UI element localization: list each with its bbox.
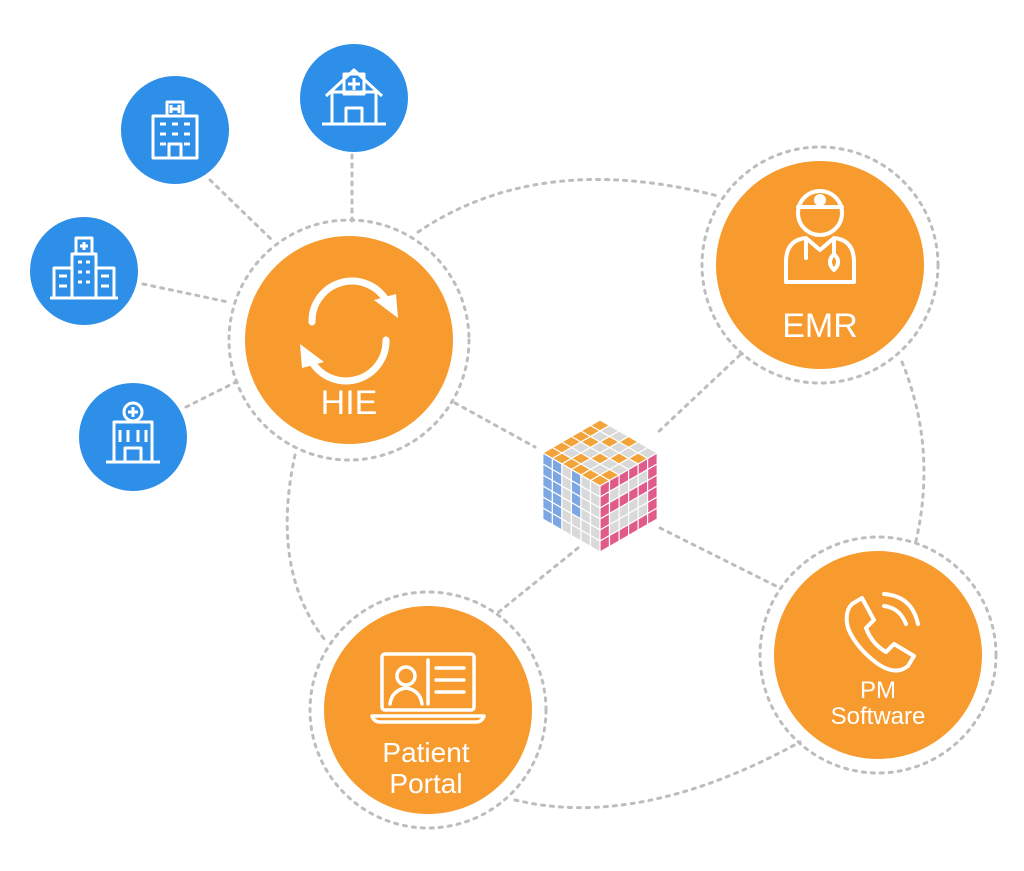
connector-portal-pm bbox=[513, 740, 802, 810]
laptop-patient-record-icon bbox=[370, 652, 486, 724]
facility-node-1[interactable] bbox=[121, 76, 229, 184]
hospital-building-icon bbox=[151, 100, 199, 160]
connector-hie-facility-3 bbox=[141, 282, 230, 304]
connector-lines bbox=[141, 153, 926, 810]
hie-node[interactable]: HIE bbox=[227, 218, 471, 462]
facility-1-circle bbox=[121, 76, 229, 184]
connector-hie-facility-1 bbox=[208, 178, 274, 242]
clinic-cross-icon bbox=[322, 68, 386, 126]
connector-hie-facility-4 bbox=[184, 378, 242, 409]
hospital-complex-icon bbox=[50, 236, 118, 300]
facility-3-circle bbox=[30, 217, 138, 325]
patient-portal-node[interactable]: Patient Portal bbox=[308, 590, 548, 830]
facility-node-3[interactable] bbox=[30, 217, 138, 325]
portal-label-line2: Portal bbox=[389, 768, 462, 799]
hie-label: HIE bbox=[321, 384, 378, 422]
connector-hie-portal bbox=[285, 453, 327, 642]
pm-software-node[interactable]: PM Software bbox=[758, 535, 998, 775]
emr-label: EMR bbox=[782, 307, 858, 345]
hie-dashed-ring bbox=[227, 218, 471, 462]
emr-node[interactable]: EMR bbox=[700, 145, 940, 385]
connector-emr-cube bbox=[653, 353, 742, 437]
emr-circle bbox=[716, 161, 924, 369]
hie-circle bbox=[245, 236, 453, 444]
facility-node-4[interactable] bbox=[79, 383, 187, 491]
phone-ringing-icon bbox=[844, 592, 920, 673]
medical-center-icon bbox=[106, 401, 160, 464]
pm-label-line2: Software bbox=[831, 703, 926, 730]
facility-4-circle bbox=[79, 383, 187, 491]
sync-arrows-icon bbox=[308, 277, 390, 385]
integration-cube-icon bbox=[541, 419, 659, 554]
pm-dashed-ring bbox=[758, 535, 998, 775]
facility-node-2[interactable] bbox=[300, 44, 408, 152]
connector-cube-pm bbox=[658, 526, 782, 590]
connector-cube-portal bbox=[493, 546, 580, 617]
connector-emr-pm bbox=[900, 360, 926, 547]
cube-right-cell bbox=[646, 506, 658, 526]
portal-label-line1: Patient bbox=[382, 737, 469, 768]
emr-dashed-ring bbox=[700, 145, 940, 385]
facility-2-circle bbox=[300, 44, 408, 152]
connector-hie-emr bbox=[416, 178, 720, 234]
pm-circle bbox=[774, 551, 982, 759]
pm-label-line1: PM bbox=[860, 677, 896, 704]
doctor-icon bbox=[784, 189, 856, 284]
portal-dashed-ring bbox=[308, 590, 548, 830]
connector-hie-cube bbox=[453, 401, 537, 449]
